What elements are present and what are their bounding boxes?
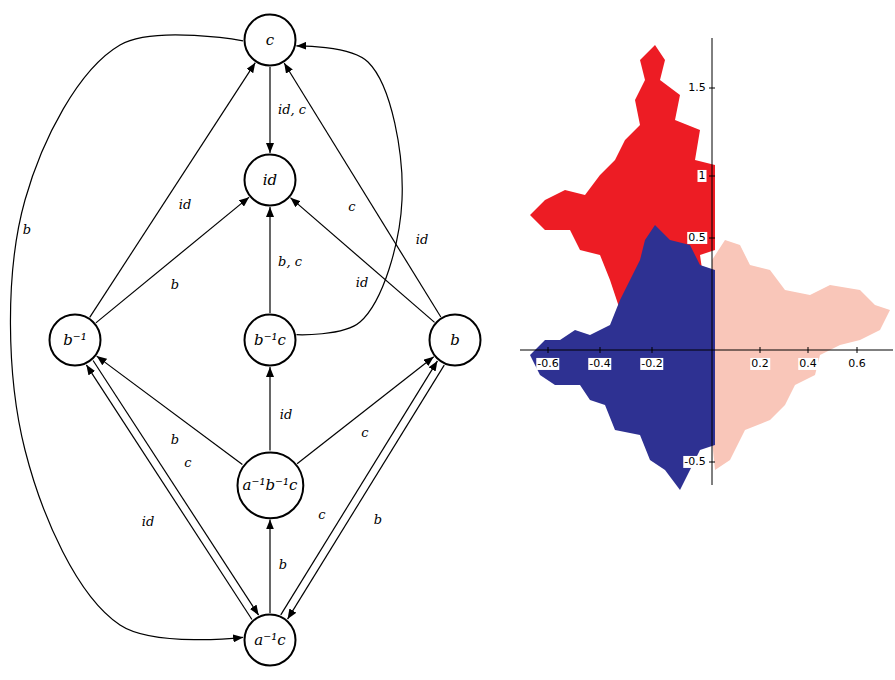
state-circle: b [428,313,482,367]
axis-tick-label: 1.5 [687,82,707,94]
state-circle: a⁻¹b⁻¹c [236,451,305,520]
state-circle: a⁻¹c [243,613,297,667]
edge-label: b, c [276,255,304,269]
edge-label: id [140,515,156,529]
state-name: c [266,32,274,49]
edge-label: id [177,198,193,212]
state-circle: b⁻¹c [243,313,297,367]
state-circle: c [243,13,297,67]
axis-tick-label: 0.2 [750,358,770,370]
axis-tick-label: 1 [698,170,707,182]
transition-arrow [284,63,441,317]
state-circle: b⁻¹ [48,313,102,367]
edge-label: b [21,223,33,237]
state-name: b⁻¹ [63,332,87,349]
transition-arrow [269,367,270,451]
transition-arrow [96,197,249,323]
axis-tick-label: -0.5 [683,456,706,468]
edge-label: id, c [276,103,308,117]
edge-label: b [169,278,181,292]
transition-arrow [297,357,434,464]
state-name: id [263,172,277,189]
edge-label: id [414,233,430,247]
transition-arrow [288,365,445,619]
transition-arrow [10,35,243,640]
state-circle: id [243,153,297,207]
state-name: b⁻¹c [254,332,286,349]
transition-arrow [269,67,270,153]
transition-arrow [281,361,438,615]
transition-arrow [86,365,252,620]
axis-tick-label: 0.6 [847,358,867,370]
pink-tile [705,240,890,470]
transition-arrow [93,360,259,615]
state-name: a⁻¹b⁻¹c [243,477,298,494]
transition-arrow [97,356,243,464]
x-axis [520,350,893,351]
transition-arrow [269,519,270,613]
axis-tick-label: -0.2 [640,358,663,370]
edge-label: c [316,508,327,522]
circle-shape [245,315,296,366]
circle-shape [245,155,296,206]
circle-shape [237,452,303,518]
edge-label: c [346,200,357,214]
circle-shape [50,315,101,366]
axis-tick-label: -0.4 [588,358,611,370]
edge-label: b [277,558,289,572]
axis-tick-label: 0.5 [687,232,707,244]
axis-ticks [548,88,857,462]
blue-tile [530,225,715,490]
edge-label: b [372,513,384,527]
edge-label: c [359,426,370,440]
axis-tick-label: 0.4 [798,358,818,370]
transition-arrow [90,63,256,318]
circle-shape [430,315,481,366]
state-name: a⁻¹c [254,632,285,649]
circle-shape [245,15,296,66]
edge-label: id [354,276,370,290]
transition-arrow [290,198,434,323]
transition-arrow [296,46,402,335]
transition-arrow [269,207,270,313]
circle-shape [245,615,296,666]
axis-tick-label: -0.6 [536,358,559,370]
state-name: b [450,332,460,349]
y-axis [712,38,713,485]
edge-label: b [169,433,181,447]
edge-label: c [182,456,193,470]
edge-label: id [278,408,294,422]
